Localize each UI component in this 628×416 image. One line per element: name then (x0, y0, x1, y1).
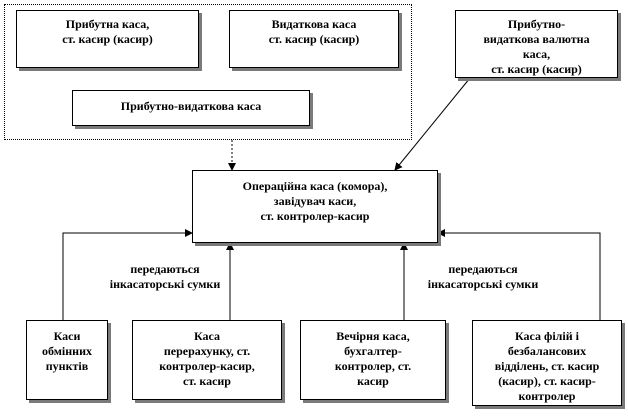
arrow-currency-to-operational (394, 77, 471, 171)
operational-cash-box: Операційна каса (комора), завідувач каси… (192, 170, 438, 243)
exchange-points-box: Каси обмінних пунктів (26, 320, 108, 400)
recount-cash-box: Каса перерахунку, ст. контролер-касир, с… (132, 320, 282, 400)
top-cash-group (4, 4, 412, 140)
transfer-label-left: передаються інкасаторські сумки (109, 262, 221, 291)
currency-cash-box: Прибутно- видаткова валютна каса, ст. ка… (455, 10, 618, 78)
currency-cash-label: Прибутно- видаткова валютна каса, ст. ка… (483, 17, 590, 76)
expense-cash-label: Видаткова каса ст. касир (касир) (268, 17, 360, 46)
transfer-label-right: передаються інкасаторські сумки (427, 262, 539, 291)
evening-cash-box: Вечірня каса, бухгалтер- контролер, ст. … (300, 320, 446, 400)
income-expense-cash-box: Прибутно-видаткова каса (72, 90, 310, 126)
branches-cash-label: Каса філій і безбалансових відділень, ст… (494, 329, 600, 403)
operational-cash-label: Операційна каса (комора), завідувач каси… (242, 179, 388, 223)
arrow-exchange-to-operational (62, 229, 193, 320)
evening-cash-label: Вечірня каса, бухгалтер- контролер, ст. … (334, 329, 412, 388)
branches-cash-box: Каса філій і безбалансових відділень, ст… (472, 320, 622, 406)
exchange-points-label: Каси обмінних пунктів (41, 329, 92, 373)
recount-cash-label: Каса перерахунку, ст. контролер-касир, с… (159, 329, 255, 388)
income-cash-label: Прибутна каса, ст. касир (касир) (62, 17, 153, 46)
income-cash-box: Прибутна каса, ст. касир (касир) (16, 10, 199, 68)
income-expense-cash-label: Прибутно-видаткова каса (120, 99, 262, 113)
arrow-branches-to-operational (437, 229, 601, 320)
expense-cash-box: Видаткова каса ст. касир (касир) (229, 10, 399, 68)
